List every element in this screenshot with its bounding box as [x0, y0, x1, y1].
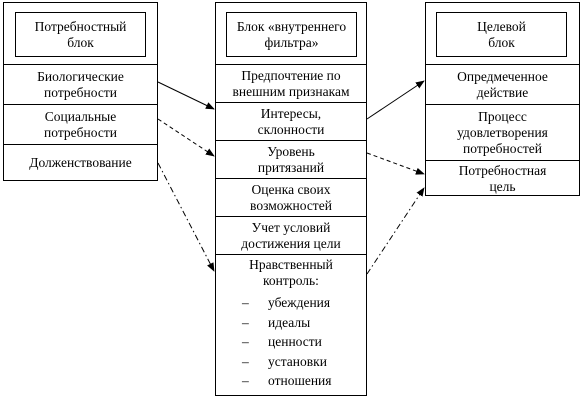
objectified-action-line1: Опредмеченное	[457, 68, 548, 84]
interests-line1: Интересы,	[260, 105, 322, 121]
preference-line1: Предпочтение по	[241, 67, 341, 83]
need-goal-line2: цель	[489, 178, 516, 194]
arrow-duty-to-moral-control	[157, 162, 215, 272]
need-block-title-box: Потребностный блок	[15, 12, 146, 57]
arrow-social-to-aspiration	[157, 118, 215, 157]
moral-control-title-line2: контроль:	[263, 273, 319, 288]
dash-mark: –	[242, 314, 249, 330]
arrow-biological-to-interests	[157, 81, 215, 110]
moral-control-list: –убеждения –идеалы –ценности –установки …	[242, 293, 332, 391]
social-needs-line2: потребности	[44, 124, 117, 140]
aspiration-line2: притязаний	[257, 159, 325, 175]
social-needs: Социальные потребности	[4, 104, 157, 144]
target-block-title-line1: Целевой	[477, 18, 526, 34]
need-block: Потребностный блок Биологические потребн…	[3, 2, 158, 181]
need-block-title-line1: Потребностный	[34, 18, 127, 34]
list-item: – ценности	[242, 332, 332, 352]
objectified-action-line2: действие	[476, 84, 529, 100]
list-item: – убеждения	[242, 293, 332, 313]
need-satisfaction-process: Процесс удовлетворения потребностей	[426, 104, 579, 160]
list-item-ideals: идеалы	[268, 314, 311, 330]
list-item: – установки	[242, 352, 332, 372]
list-item-values: ценности	[268, 334, 322, 350]
self-assessment: Оценка своих возможностей	[216, 178, 366, 216]
internal-filter-block: Блок «внутреннего фильтра» Предпочтение …	[215, 2, 367, 396]
need-goal: Потребностная цель	[426, 160, 579, 196]
target-block-title-line2: блок	[488, 34, 515, 50]
moral-control-title-line1: Нравственный	[249, 257, 333, 272]
satisfaction-line2: удовлетворения	[457, 124, 548, 140]
preference-line2: внешним признакам	[232, 83, 350, 99]
moral-control: Нравственный контроль: – убеждения – идеал…	[216, 254, 366, 395]
target-block: Целевой блок Опредмеченное действие Проц…	[425, 2, 580, 196]
biological-needs-line1: Биологические	[37, 68, 124, 84]
biological-needs: Биологические потребности	[4, 64, 157, 104]
objectified-action: Опредмеченное действие	[426, 64, 579, 104]
arrow-moral-control-to-goal	[366, 187, 425, 275]
dash-mark: –	[242, 334, 249, 350]
goal-conditions-line2: достижения цели	[241, 235, 341, 251]
target-block-title-box: Целевой блок	[436, 12, 567, 57]
need-block-title-line2: блок	[67, 34, 94, 50]
list-item: – отношения	[242, 371, 332, 391]
interests-line2: склонности	[257, 121, 325, 137]
duty-line1: Долженствование	[29, 155, 132, 170]
satisfaction-line3: потребностей	[463, 140, 542, 156]
need-goal-line1: Потребностная	[458, 162, 547, 178]
biological-needs-line2: потребности	[44, 84, 117, 100]
self-assessment-line1: Оценка своих	[251, 181, 331, 197]
dash-mark: –	[242, 353, 249, 369]
internal-filter-title-box: Блок «внутреннего фильтра»	[226, 12, 357, 57]
list-item-relations: отношения	[268, 373, 332, 389]
moral-control-title: Нравственный контроль:	[216, 257, 366, 289]
interests-inclinations: Интересы, склонности	[216, 102, 366, 140]
list-item: – идеалы	[242, 313, 332, 333]
list-item-attitudes: установки	[268, 353, 327, 369]
aspiration-level: Уровень притязаний	[216, 140, 366, 178]
goal-conditions-line1: Учет условий	[251, 219, 331, 235]
duty: Долженствование	[4, 144, 157, 181]
internal-filter-title-line1: Блок «внутреннего	[236, 18, 347, 34]
self-assessment-line2: возможностей	[250, 197, 332, 213]
preference-by-appearance: Предпочтение по внешним признакам	[216, 64, 366, 102]
aspiration-line1: Уровень	[267, 143, 315, 159]
goal-conditions: Учет условий достижения цели	[216, 216, 366, 254]
internal-filter-title-line2: фильтра»	[264, 34, 319, 50]
social-needs-line1: Социальные	[44, 108, 117, 124]
arrow-aspiration-to-goal	[366, 152, 425, 175]
dash-mark: –	[242, 295, 249, 310]
dash-mark: –	[242, 373, 249, 389]
arrow-interests-to-action	[366, 80, 425, 120]
satisfaction-line1: Процесс	[478, 108, 527, 124]
list-item-beliefs: убеждения	[268, 295, 331, 310]
